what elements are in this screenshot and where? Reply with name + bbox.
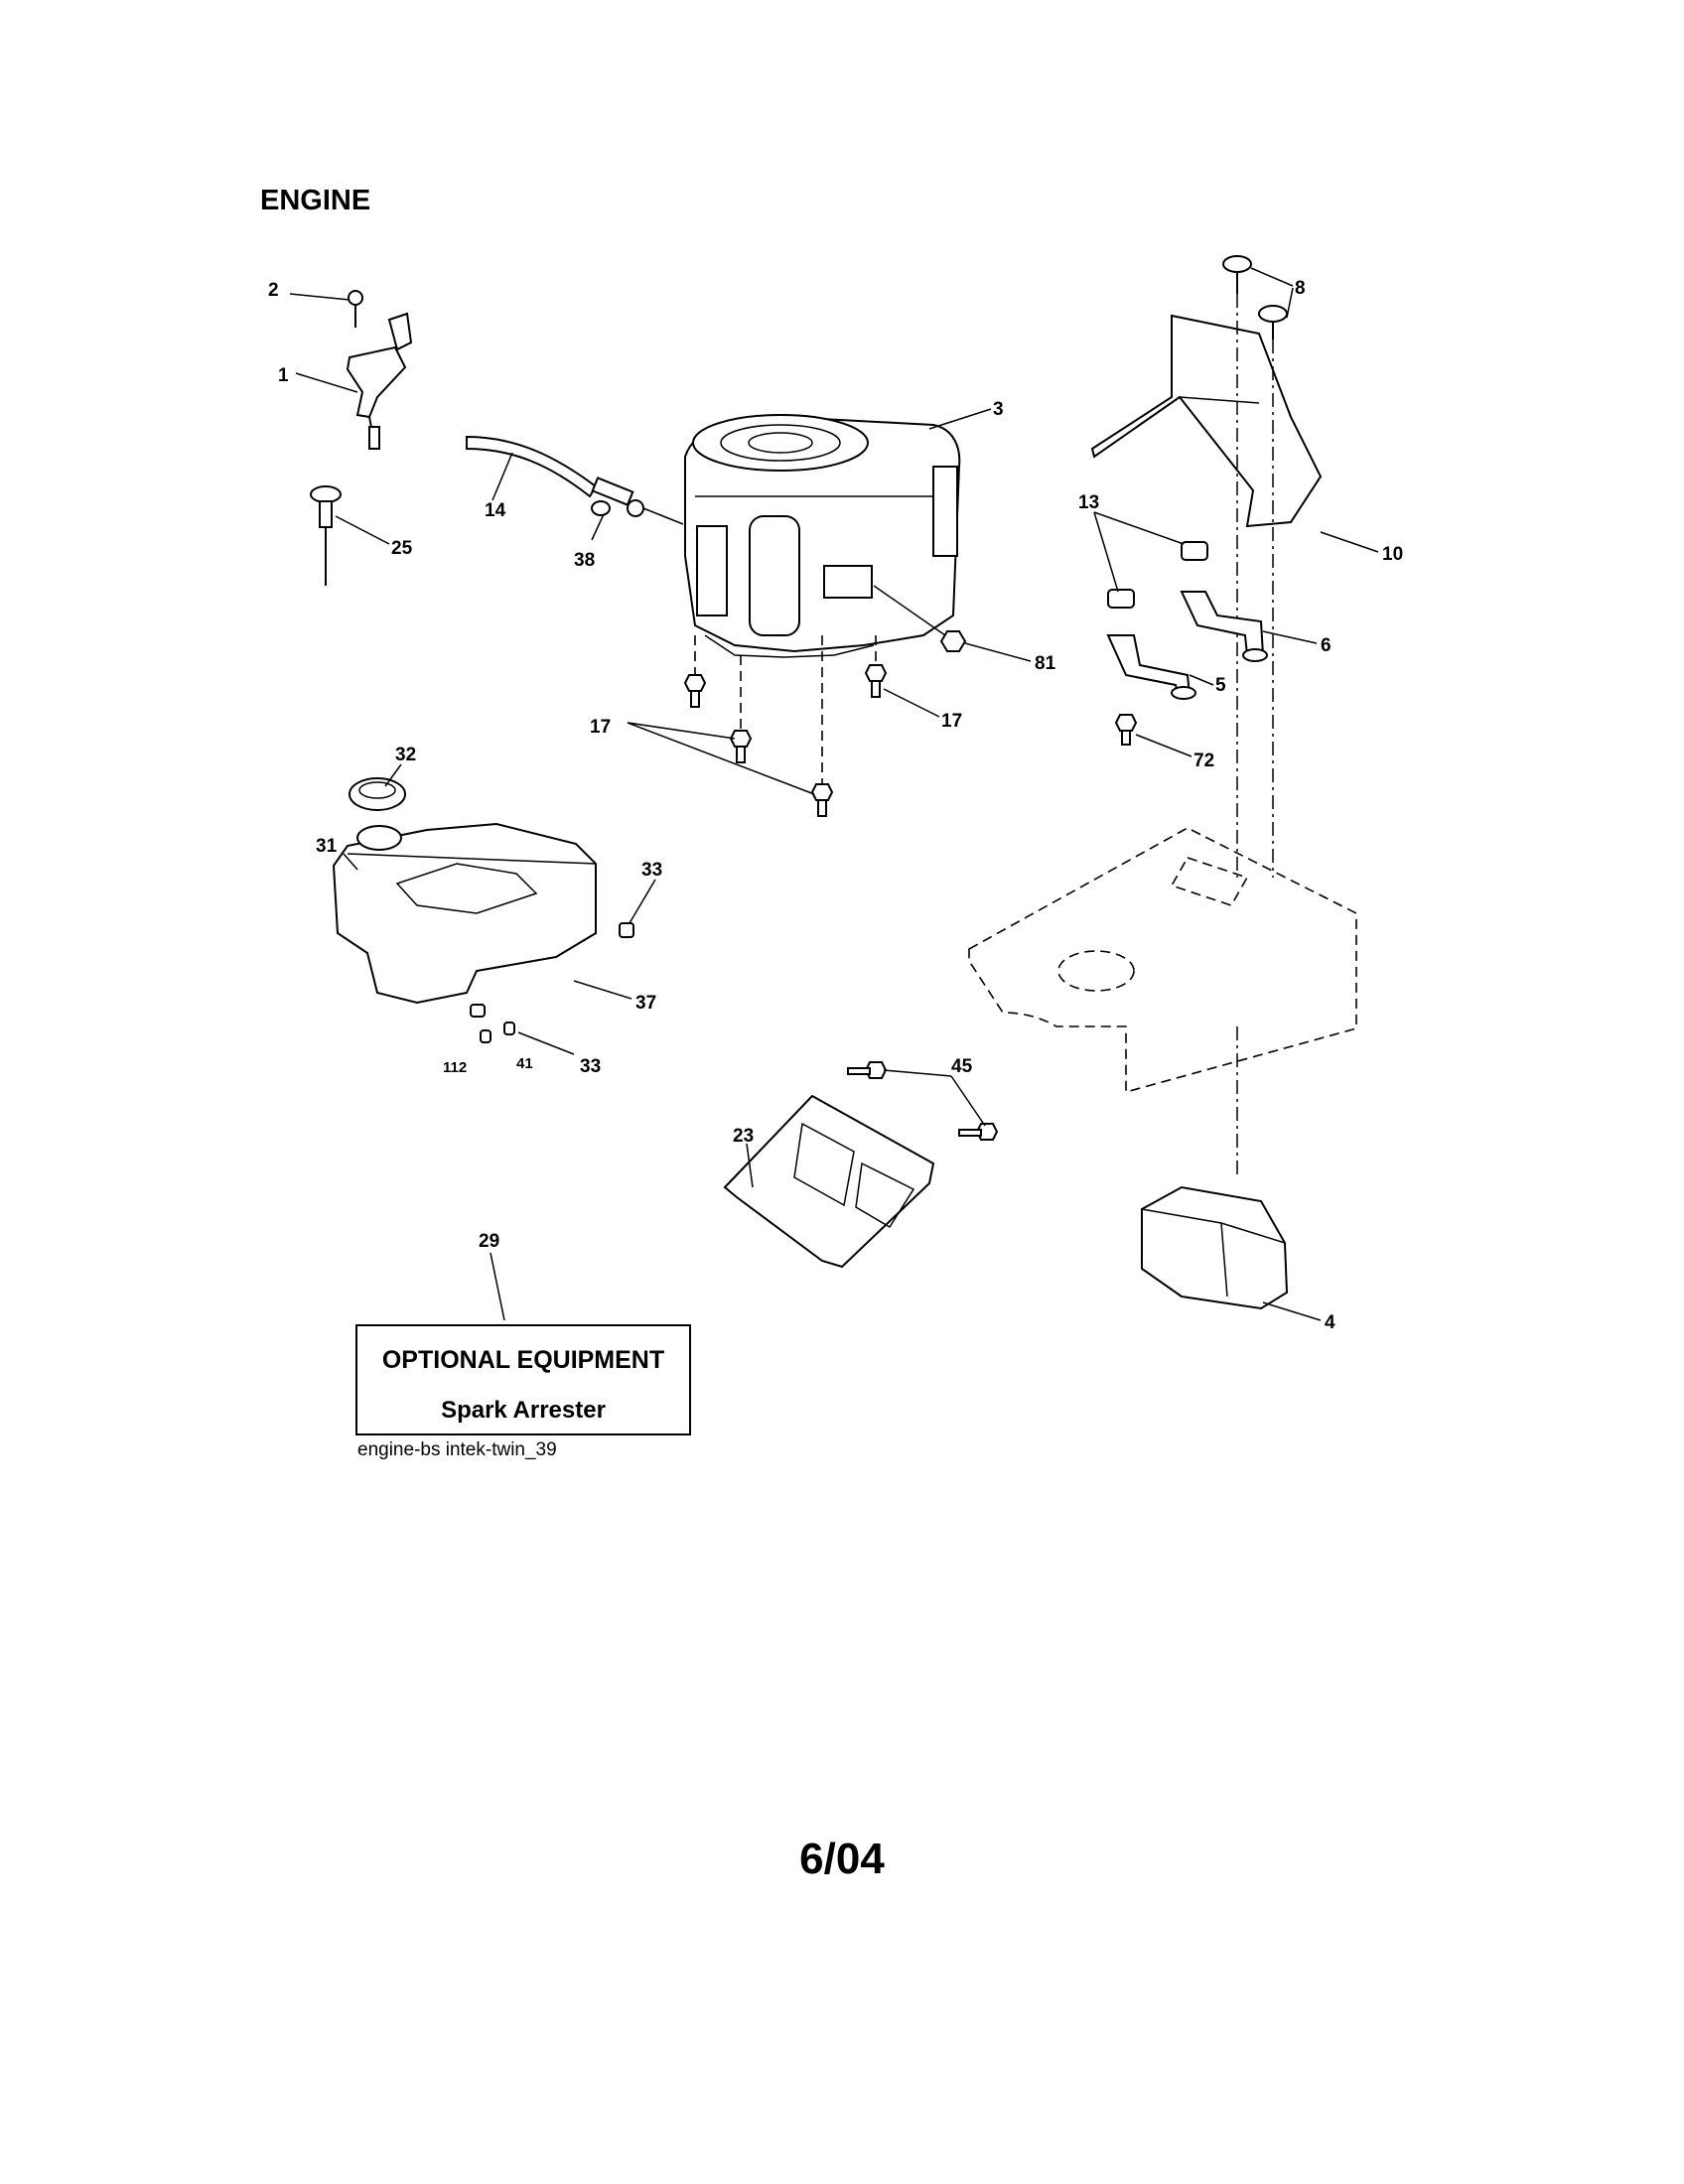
callout-81: 81 bbox=[1035, 653, 1056, 674]
callout-31: 31 bbox=[316, 836, 338, 857]
callout-37: 37 bbox=[635, 993, 656, 1014]
optional-equipment-box: OPTIONAL EQUIPMENT Spark Arrester bbox=[355, 1324, 691, 1435]
muffler-part bbox=[1141, 1185, 1289, 1310]
callout-14: 14 bbox=[485, 500, 506, 521]
callout-17-right: 17 bbox=[941, 711, 962, 732]
engine-part bbox=[684, 414, 961, 658]
frame-outline bbox=[968, 827, 1357, 1094]
callout-2: 2 bbox=[268, 280, 279, 301]
heat-shield-part bbox=[1090, 255, 1323, 528]
callout-29: 29 bbox=[479, 1231, 499, 1252]
callout-3: 3 bbox=[993, 399, 1004, 420]
callout-10: 10 bbox=[1382, 544, 1403, 565]
callout-6: 6 bbox=[1321, 635, 1332, 656]
engine-plate-part bbox=[723, 1061, 999, 1269]
callout-32: 32 bbox=[395, 745, 416, 765]
page-title: ENGINE bbox=[260, 185, 371, 216]
callout-13: 13 bbox=[1078, 492, 1099, 513]
dipstick-part bbox=[310, 485, 342, 586]
callout-25: 25 bbox=[391, 538, 413, 559]
callout-112: 112 bbox=[443, 1059, 467, 1076]
callout-4: 4 bbox=[1325, 1312, 1335, 1333]
callout-23: 23 bbox=[733, 1126, 754, 1147]
fuel-tank-part bbox=[332, 777, 634, 1043]
callout-8: 8 bbox=[1295, 278, 1306, 299]
callout-38: 38 bbox=[574, 550, 595, 571]
fuel-line-part bbox=[466, 435, 644, 517]
callout-41: 41 bbox=[516, 1055, 533, 1072]
callout-72: 72 bbox=[1193, 751, 1214, 771]
callout-33-lower: 33 bbox=[580, 1056, 601, 1077]
callout-1: 1 bbox=[278, 365, 289, 386]
optional-equipment-title: OPTIONAL EQUIPMENT bbox=[381, 1346, 665, 1374]
diagram-reference-code: engine-bs intek-twin_39 bbox=[357, 1439, 557, 1460]
optional-equipment-item: Spark Arrester bbox=[441, 1397, 606, 1424]
callout-33-upper: 33 bbox=[641, 860, 662, 881]
callout-17-left: 17 bbox=[590, 717, 611, 738]
callout-5: 5 bbox=[1215, 675, 1226, 696]
exhaust-pipes-part bbox=[1106, 541, 1268, 746]
callout-45: 45 bbox=[951, 1056, 973, 1077]
engine-bolts-part bbox=[683, 664, 888, 817]
throttle-control-part bbox=[346, 290, 413, 450]
page-number: 6/04 bbox=[799, 1835, 885, 1883]
